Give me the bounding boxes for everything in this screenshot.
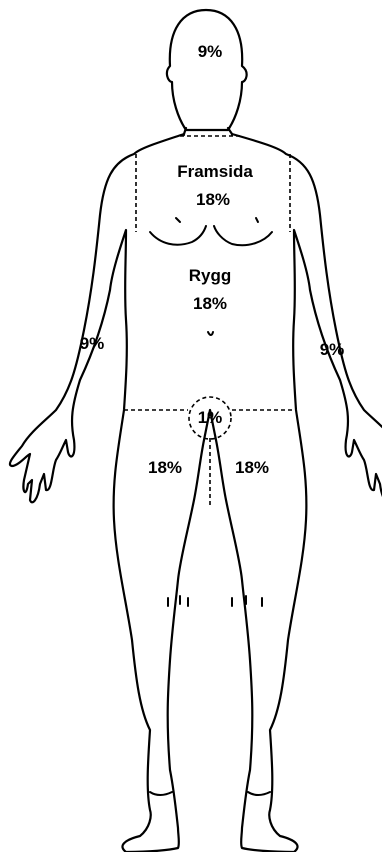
front-title-label: Framsida xyxy=(177,162,253,182)
chest-line-right xyxy=(150,226,206,245)
nipple-left xyxy=(256,218,258,222)
left-arm-percent-label: 9% xyxy=(320,340,345,360)
ankle-mark-left xyxy=(248,792,270,795)
back-title-label: Rygg xyxy=(189,266,232,286)
ankle-mark-right xyxy=(150,792,172,795)
navel xyxy=(208,332,213,335)
torso-region-box xyxy=(136,136,290,232)
front-percent-label: 18% xyxy=(196,190,230,210)
right-arm-percent-label: 9% xyxy=(80,334,105,354)
nipple-right xyxy=(176,218,180,222)
left-leg-percent-label: 18% xyxy=(235,458,269,478)
knee-mark-left xyxy=(232,596,262,606)
head-outline xyxy=(167,10,247,130)
groin-percent-label: 1% xyxy=(198,408,223,428)
back-percent-label: 18% xyxy=(193,294,227,314)
head-percent-label: 9% xyxy=(198,42,223,62)
knee-mark-right xyxy=(168,596,188,606)
right-leg-percent-label: 18% xyxy=(148,458,182,478)
body-silhouette xyxy=(10,134,382,852)
chest-line-left xyxy=(214,226,272,245)
